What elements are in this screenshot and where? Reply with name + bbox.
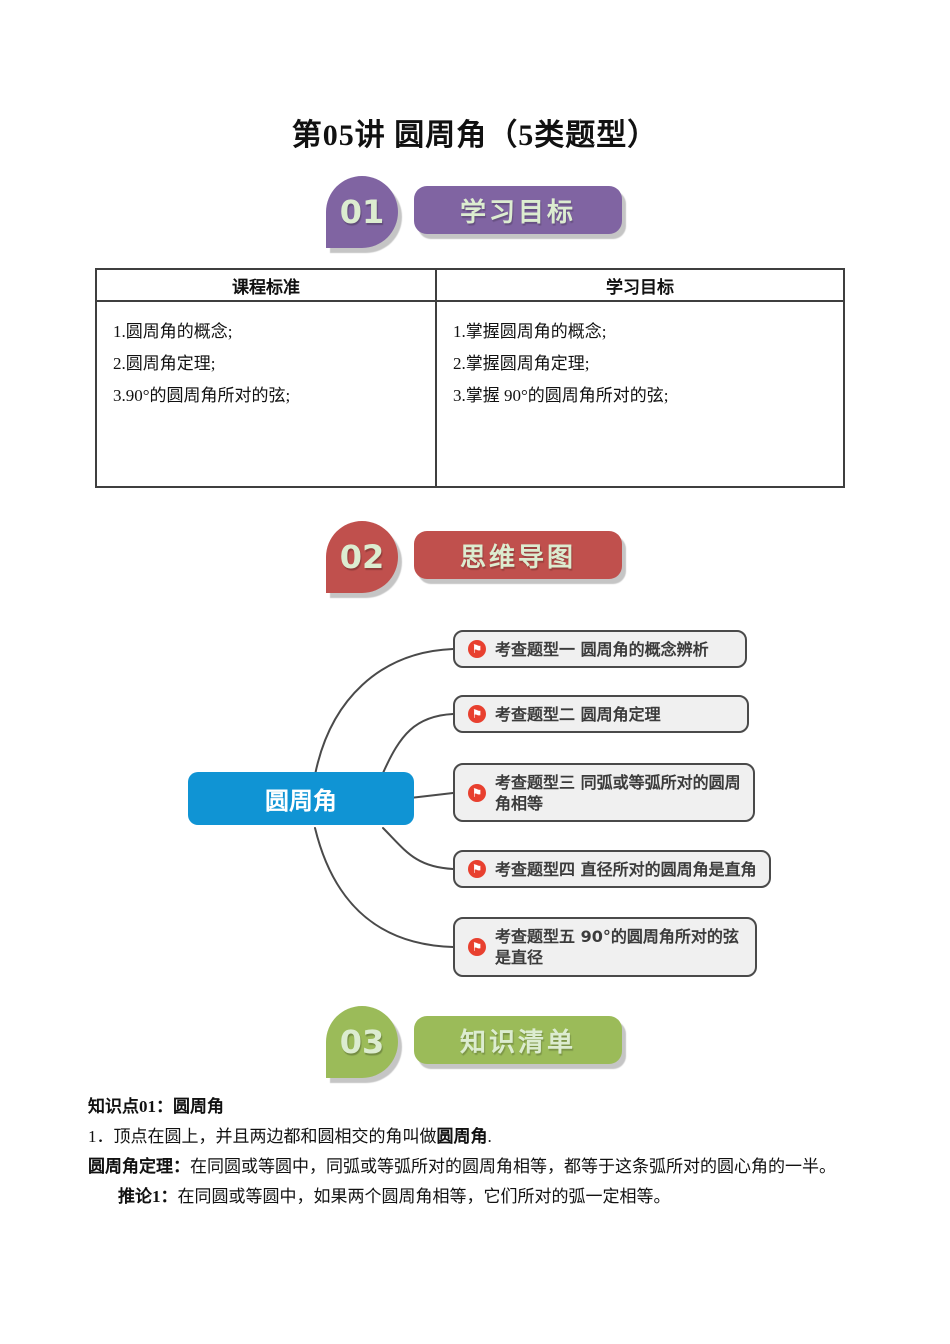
section-01-title-pill: 学习目标	[414, 186, 622, 234]
theorem-label: 圆周角定理：	[88, 1157, 190, 1176]
mindmap-node-4: ⚑ 考查题型四 直径所对的圆周角是直角	[453, 850, 771, 888]
mindmap-node-1: ⚑ 考查题型一 圆周角的概念辨析	[453, 630, 747, 668]
table-cell-course-standard: 1.圆周角的概念; 2.圆周角定理; 3.90°的圆周角所对的弦;	[97, 302, 437, 486]
objectives-table: 课程标准 学习目标 1.圆周角的概念; 2.圆周角定理; 3.90°的圆周角所对…	[95, 268, 845, 488]
section-02-number-badge: 02	[326, 521, 398, 593]
flag-icon: ⚑	[468, 640, 486, 658]
course-standard-item: 2.圆周角定理;	[113, 354, 216, 373]
mindmap-node-2: ⚑ 考查题型二 圆周角定理	[453, 695, 749, 733]
section-03-title-pill: 知识清单	[414, 1016, 622, 1064]
flag-icon: ⚑	[468, 705, 486, 723]
mindmap-node-label: 考查题型四 直径所对的圆周角是直角	[495, 859, 757, 879]
table-header-learning-goal: 学习目标	[437, 270, 843, 302]
definition-term: 圆周角	[436, 1127, 488, 1146]
definition-period: .	[487, 1127, 492, 1146]
definition-text: 1．顶点在圆上，并且两边都和圆相交的角叫做	[88, 1127, 437, 1146]
theorem-text: 在同圆或等圆中，同弧或等弧所对的圆周角相等，都等于这条弧所对的圆心角的一半。	[190, 1157, 836, 1176]
knowledge-point-heading: 知识点01：圆周角	[88, 1097, 224, 1116]
mindmap-connector-lines	[314, 648, 454, 948]
table-cell-learning-goal: 1.掌握圆周角的概念; 2.掌握圆周角定理; 3.掌握 90°的圆周角所对的弦;	[437, 302, 843, 486]
mindmap-node-label: 考查题型一 圆周角的概念辨析	[495, 639, 709, 659]
page-title: 第05讲 圆周角（5类题型）	[291, 119, 659, 152]
corollary-text: 在同圆或等圆中，如果两个圆周角相等，它们所对的弧一定相等。	[177, 1187, 671, 1206]
corollary-label: 推论1：	[118, 1187, 178, 1206]
knowledge-definition-line: 1．顶点在圆上，并且两边都和圆相交的角叫做圆周角.	[88, 1122, 888, 1152]
section-03-number-badge: 03	[326, 1006, 398, 1078]
mindmap-node-5: ⚑ 考查题型五 90°的圆周角所对的弦是直径	[453, 917, 757, 977]
mindmap-root-node: 圆周角	[188, 772, 414, 825]
learning-goal-item: 2.掌握圆周角定理;	[453, 354, 590, 373]
learning-goal-item: 1.掌握圆周角的概念;	[453, 322, 607, 341]
knowledge-section: 知识点01：圆周角 1．顶点在圆上，并且两边都和圆相交的角叫做圆周角. 圆周角定…	[88, 1092, 888, 1212]
table-header-course-standard: 课程标准	[97, 270, 437, 302]
mindmap-node-3: ⚑ 考查题型三 同弧或等弧所对的圆周角相等	[453, 763, 755, 822]
course-standard-item: 1.圆周角的概念;	[113, 322, 233, 341]
mindmap-node-label: 考查题型二 圆周角定理	[495, 704, 661, 724]
section-02-title-pill: 思维导图	[414, 531, 622, 579]
flag-icon: ⚑	[468, 783, 486, 802]
mindmap-node-label: 考查题型五 90°的圆周角所对的弦是直径	[495, 927, 739, 967]
course-standard-item: 3.90°的圆周角所对的弦;	[113, 386, 291, 405]
section-01-number-badge: 01	[326, 176, 398, 248]
knowledge-theorem-line: 圆周角定理：在同圆或等圆中，同弧或等弧所对的圆周角相等，都等于这条弧所对的圆心角…	[88, 1152, 888, 1182]
flag-icon: ⚑	[468, 860, 486, 878]
knowledge-corollary-line: 推论1：在同圆或等圆中，如果两个圆周角相等，它们所对的弧一定相等。	[88, 1182, 888, 1212]
mindmap-node-label: 考查题型三 同弧或等弧所对的圆周角相等	[495, 772, 741, 813]
learning-goal-item: 3.掌握 90°的圆周角所对的弦;	[453, 386, 669, 405]
flag-icon: ⚑	[468, 938, 486, 956]
